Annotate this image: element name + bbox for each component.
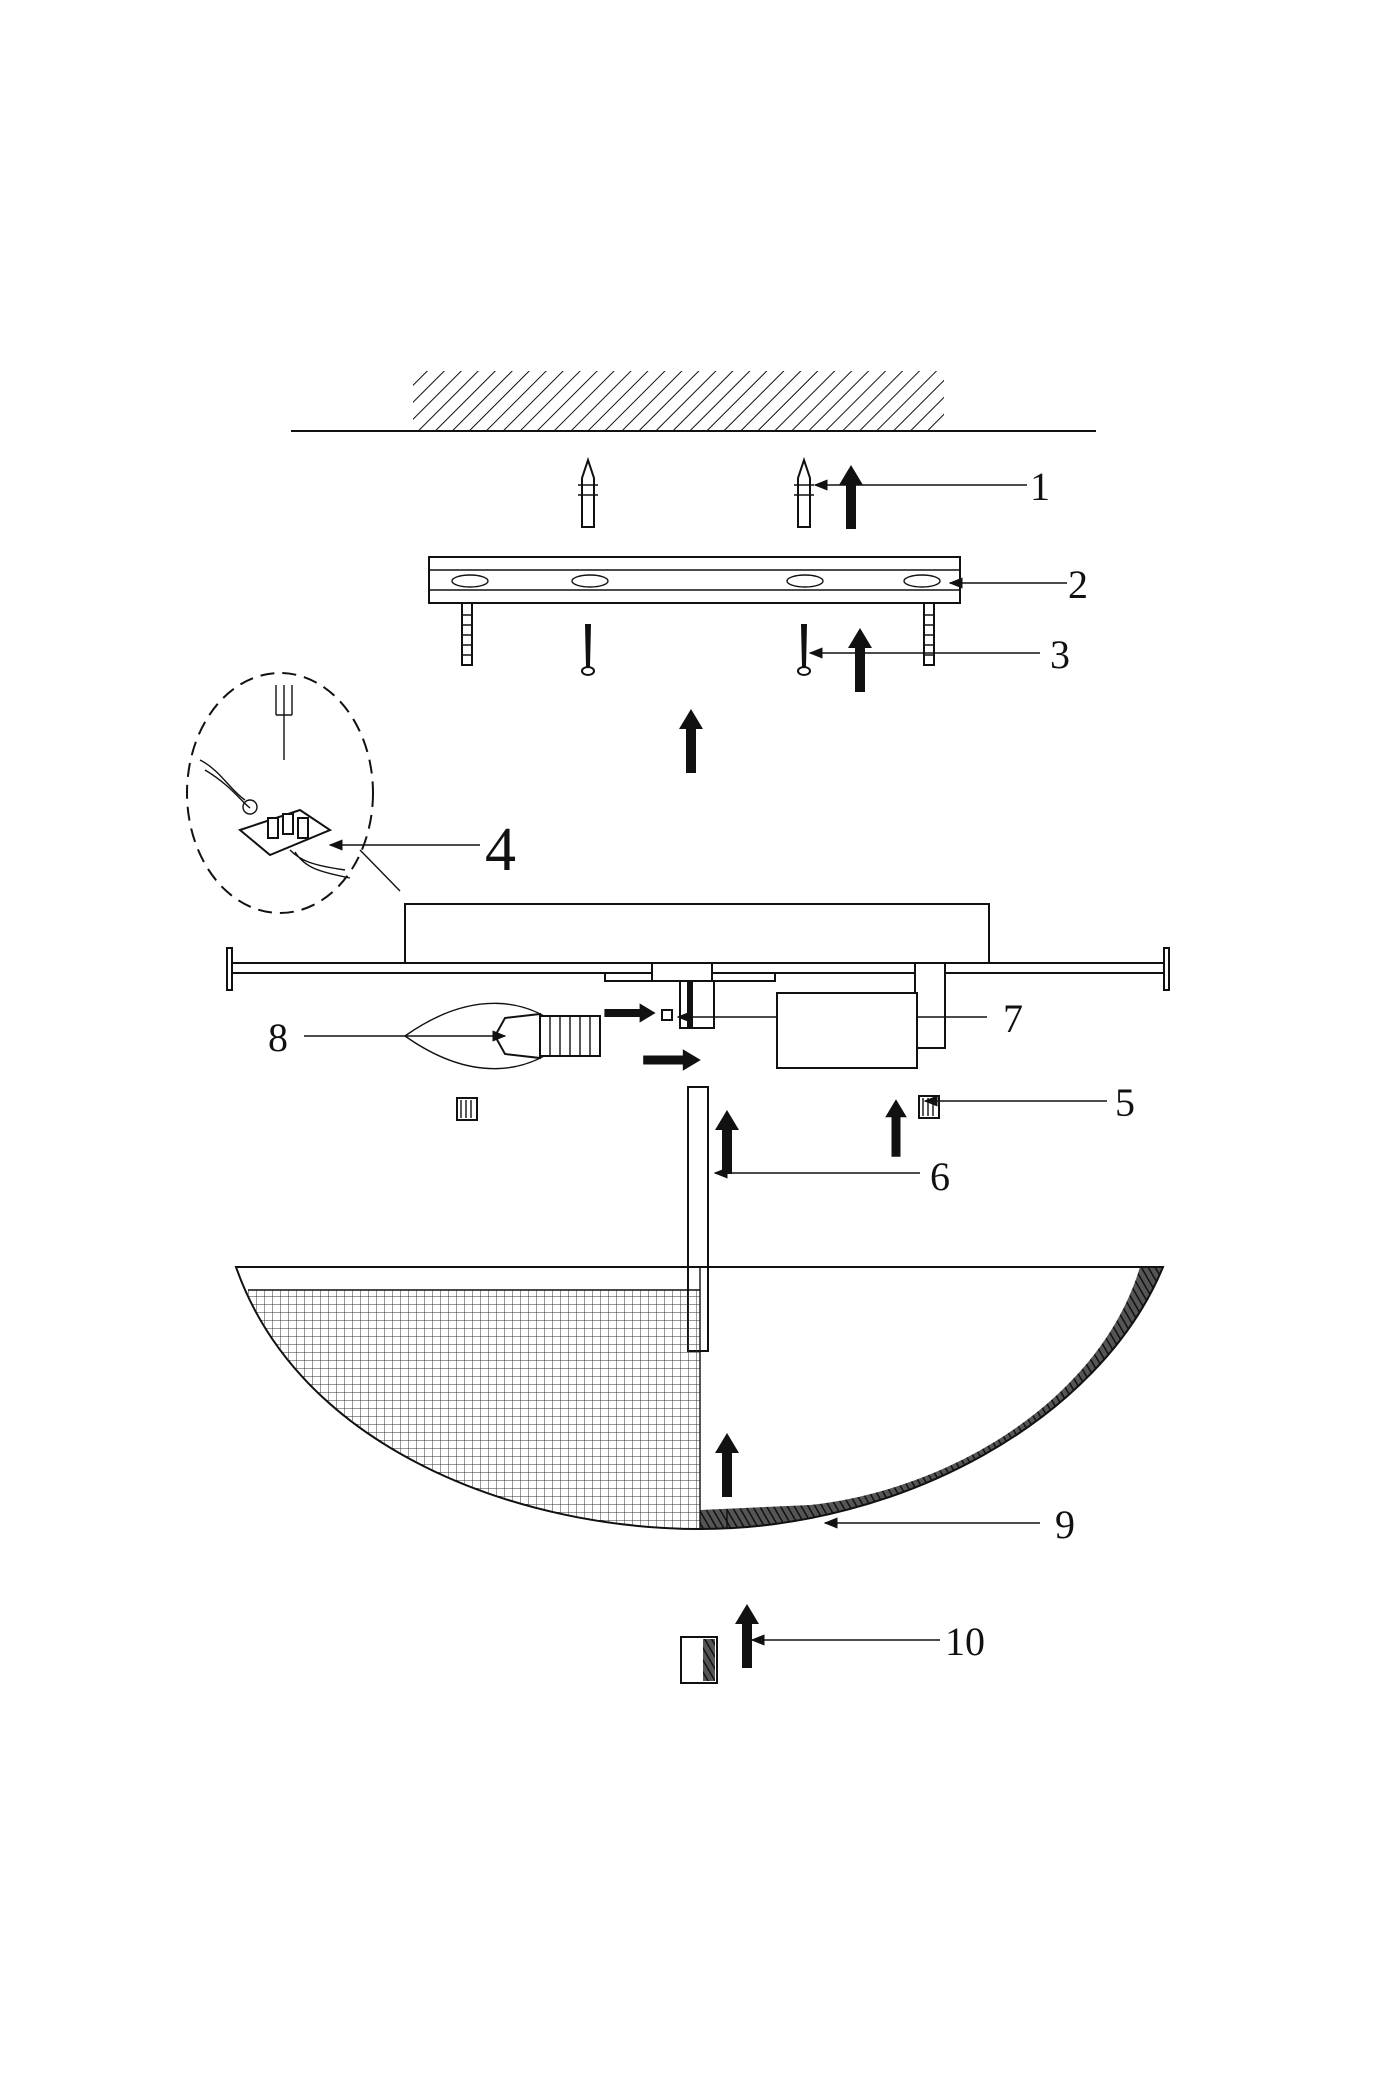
part-label-10: 10: [945, 1619, 985, 1664]
glass-bowl: [234, 1266, 1165, 1531]
lamp-socket: [661, 980, 715, 1029]
arrow-right-icon: [643, 1049, 701, 1071]
part-label-9: 9: [1055, 1502, 1075, 1547]
part-label-1: 1: [1030, 464, 1050, 509]
part-label-3: 3: [1050, 632, 1070, 677]
screws: [581, 624, 811, 676]
arrow-up-icon: [839, 465, 863, 529]
arrow-up-icon: [885, 1099, 907, 1157]
arrow-up-icon: [715, 1110, 739, 1174]
driver-box: [776, 992, 918, 1069]
part-label-6: 6: [930, 1154, 950, 1199]
candle-bulb: [403, 1002, 601, 1070]
part-label-4: 4: [485, 816, 516, 884]
arrow-right-icon: [604, 1003, 656, 1023]
part-label-8: 8: [268, 1015, 288, 1060]
finial-nut: [680, 1636, 718, 1684]
ceiling: [291, 371, 1096, 432]
part-label-2: 2: [1068, 562, 1088, 607]
canopy: [226, 903, 1170, 1049]
arrow-up-icon: [679, 709, 703, 773]
part-label-7: 7: [1003, 996, 1023, 1041]
mounting-bracket: [428, 556, 961, 666]
wall-plugs: [578, 456, 814, 528]
arrow-up-icon: [735, 1604, 759, 1668]
arrow-up-icon: [848, 628, 872, 692]
arrow-up-icon: [715, 1433, 739, 1497]
wiring-detail-inset: [186, 672, 401, 914]
part-label-5: 5: [1115, 1080, 1135, 1125]
